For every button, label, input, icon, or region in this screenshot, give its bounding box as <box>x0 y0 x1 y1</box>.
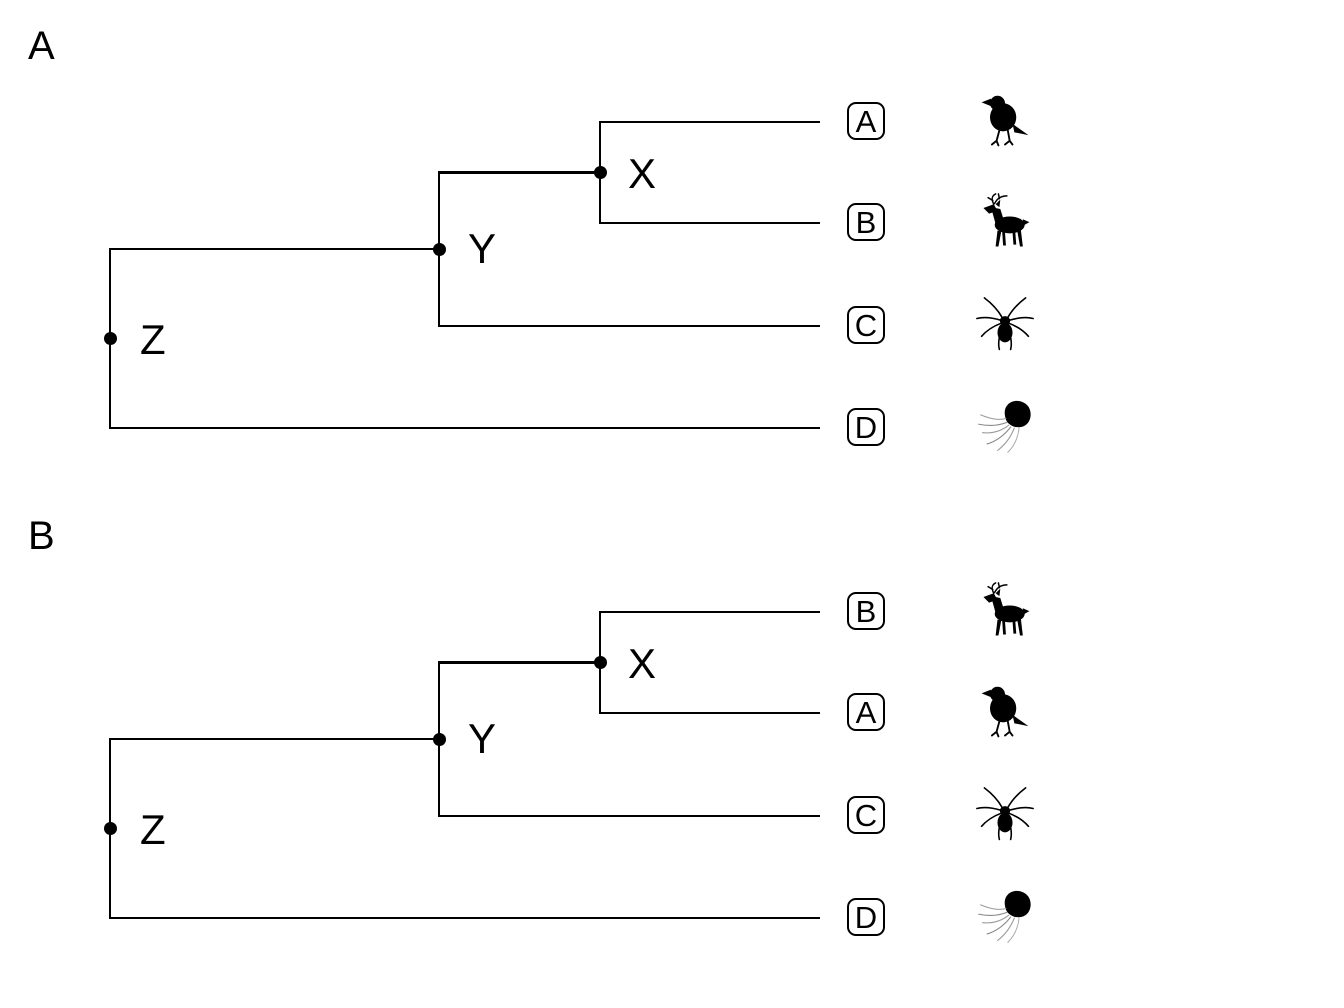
node-y-label: Y <box>468 715 497 762</box>
tip-label-box: B <box>847 592 885 630</box>
tip-label-box: D <box>847 408 885 446</box>
branch-tip-1 <box>600 120 820 124</box>
node-x-dot <box>593 656 607 669</box>
bird-icon <box>975 683 1035 743</box>
tip-label: D <box>854 899 878 935</box>
deer-icon <box>975 193 1035 253</box>
tip-label-box: A <box>847 693 885 731</box>
node-y-dot <box>432 242 446 256</box>
tip-label: A <box>855 103 877 139</box>
tip-label-box: C <box>847 796 885 834</box>
branch-tip-4 <box>110 916 820 920</box>
branch-tip-1 <box>600 610 820 614</box>
panel-b: B X Y Z B A C D <box>0 490 1344 980</box>
spider-icon <box>975 786 1035 846</box>
panel-label: A <box>28 24 55 68</box>
tip-label-box: D <box>847 898 885 936</box>
jellyfish-icon <box>975 888 1035 948</box>
branch-tip-3 <box>439 324 820 328</box>
clade-x-stem <box>439 171 600 174</box>
node-y-label: Y <box>468 225 497 272</box>
clade-y-stem <box>110 247 439 251</box>
tip-label: C <box>854 307 878 343</box>
branch-tip-2 <box>600 221 820 225</box>
branch-tip-4 <box>110 426 820 430</box>
clade-y-stem <box>110 737 439 741</box>
tip-label-box: B <box>847 203 885 241</box>
node-z-label: Z <box>140 806 166 853</box>
node-x-label: X <box>628 150 657 197</box>
deer-icon <box>975 582 1035 642</box>
node-z-dot <box>103 822 117 835</box>
node-x-dot <box>593 166 607 179</box>
panel-a: A X Y Z A B C D <box>0 0 1344 490</box>
tip-label: A <box>855 694 877 730</box>
tip-label: B <box>855 204 877 240</box>
spider-icon <box>975 296 1035 356</box>
tip-label-box: A <box>847 102 885 140</box>
panel-label: B <box>28 514 55 558</box>
node-z-label: Z <box>140 316 166 363</box>
branch-tip-3 <box>439 814 820 818</box>
tip-label: B <box>855 593 877 629</box>
tip-label-box: C <box>847 306 885 344</box>
clade-x-stem <box>439 661 600 664</box>
tip-label: D <box>854 409 878 445</box>
node-x-label: X <box>628 640 657 687</box>
jellyfish-icon <box>975 398 1035 458</box>
bird-icon <box>975 92 1035 152</box>
tip-label: C <box>854 797 878 833</box>
node-y-dot <box>432 732 446 746</box>
node-z-dot <box>103 332 117 345</box>
branch-tip-2 <box>600 711 820 715</box>
